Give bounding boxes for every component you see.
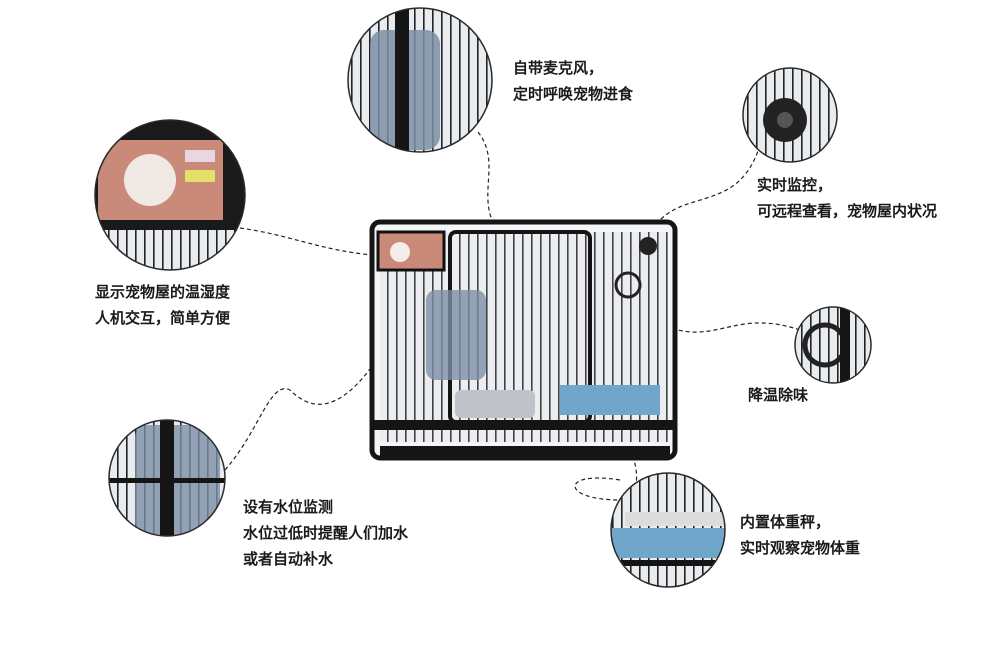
fan: [614, 271, 642, 299]
cage-display-screen: [376, 230, 446, 272]
pet-cage: [369, 219, 678, 461]
feature-text-line: 降温除味: [748, 386, 809, 404]
feature-text-line: 设有水位监测: [243, 498, 334, 516]
feature-text-line: 人机交互，简单方便: [95, 309, 231, 327]
camera: [639, 237, 657, 255]
camera-closeup: [742, 67, 838, 163]
water-bottle: [426, 290, 486, 380]
fan-closeup: [794, 306, 872, 384]
connector-lines: [224, 131, 801, 501]
connector-microphone: [477, 131, 493, 221]
feature-microphone-label: 自带麦克风， 定时呼唤宠物进食: [513, 55, 633, 107]
water-level-closeup: [108, 419, 226, 537]
feature-text-line: 可远程查看，宠物屋内状况: [757, 202, 938, 220]
feature-text-line: 实时监控，: [757, 176, 833, 194]
feature-display-label: 显示宠物屋的温湿度 人机交互，简单方便: [95, 279, 230, 331]
feature-text-line: 显示宠物屋的温湿度: [95, 283, 231, 301]
feature-text-line: 自带麦克风，: [513, 59, 604, 77]
connector-display: [239, 227, 373, 256]
feature-water-level-label: 设有水位监测 水位过低时提醒人们加水 或者自动补水: [243, 494, 408, 572]
feature-text-line: 定时呼唤宠物进食: [513, 85, 634, 103]
display-closeup: [94, 119, 246, 271]
connector-cooling: [677, 322, 801, 333]
connector-water: [224, 354, 381, 471]
feature-scale-label: 内置体重秤， 实时观察宠物体重: [740, 509, 860, 561]
feature-monitoring-label: 实时监控， 可远程查看，宠物屋内状况: [757, 172, 937, 224]
feature-cooling-label: 降温除味: [748, 382, 808, 408]
feature-text-line: 内置体重秤，: [740, 513, 831, 531]
feature-text-line: 实时观察宠物体重: [740, 539, 861, 557]
connector-monitoring: [659, 144, 761, 221]
scale-mat: [560, 385, 660, 415]
feature-text-line: 或者自动补水: [243, 550, 334, 568]
feature-text-line: 水位过低时提醒人们加水: [243, 524, 409, 542]
connector-scale: [574, 449, 638, 501]
microphone-closeup: [347, 7, 493, 153]
scale-closeup: [610, 472, 726, 588]
